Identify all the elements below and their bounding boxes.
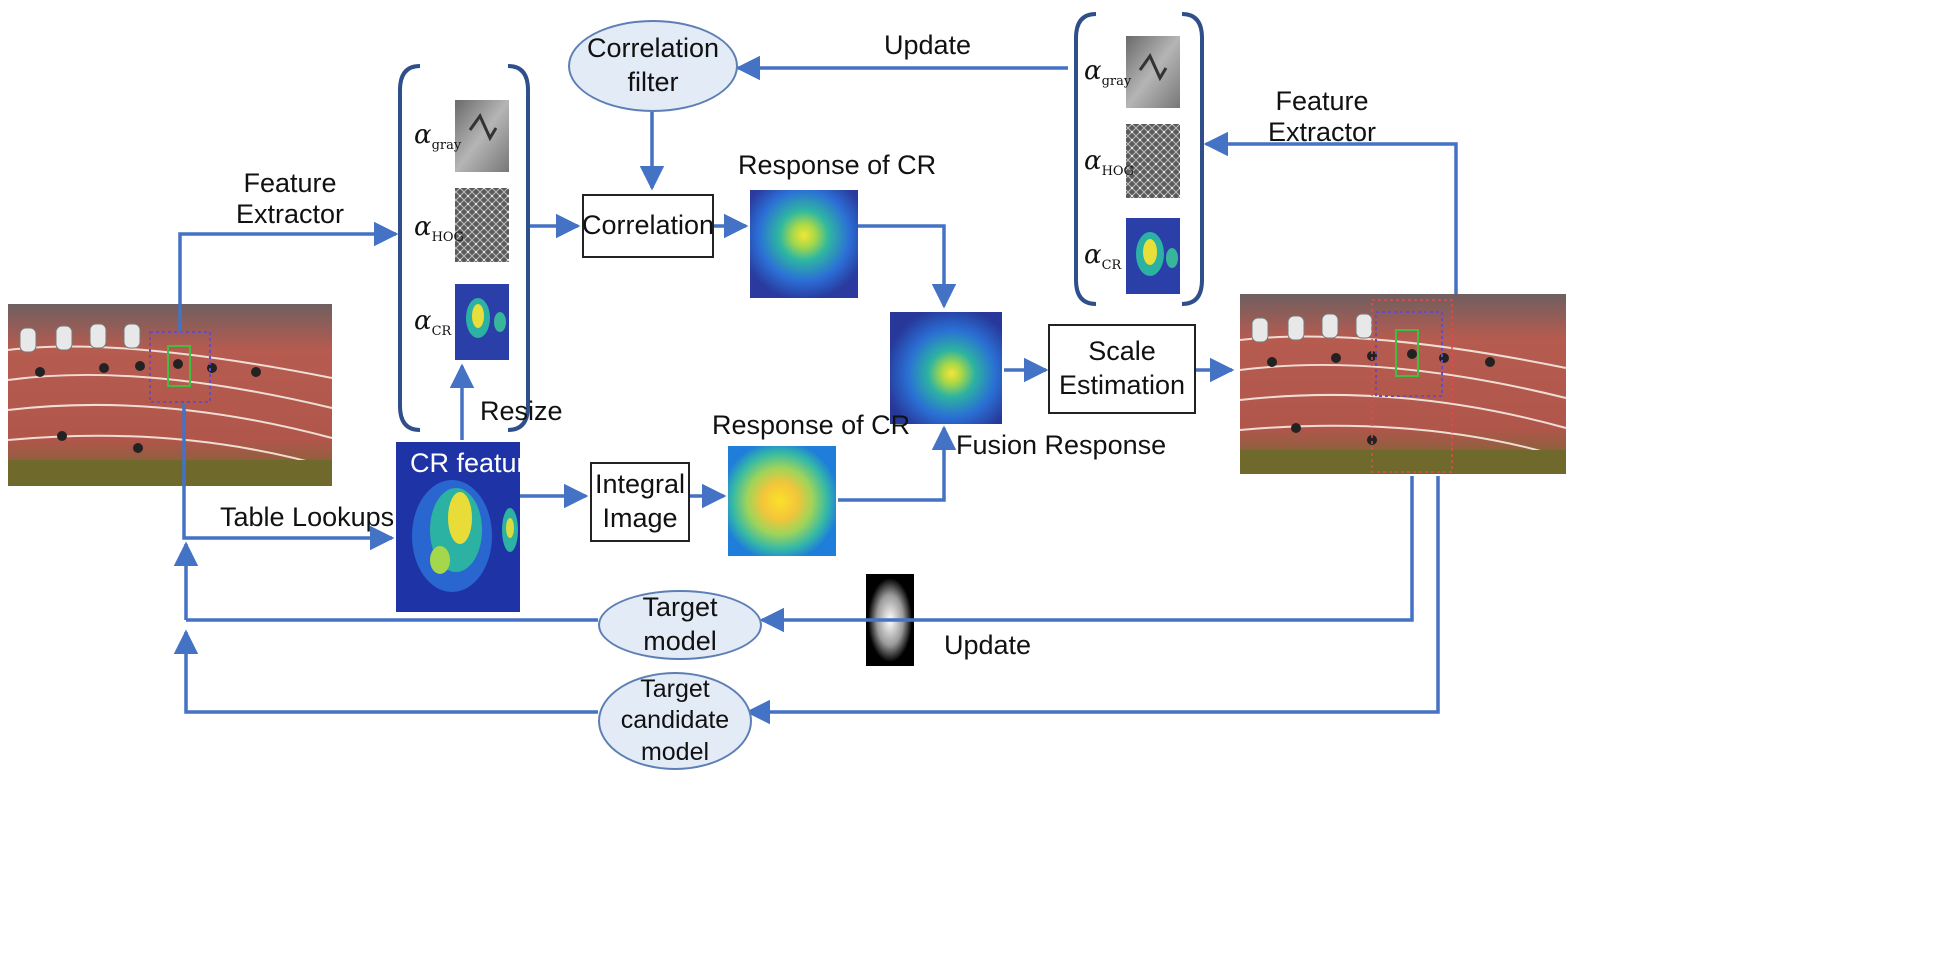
right-hog-feature-image xyxy=(1126,124,1180,198)
left-cr-feature-image xyxy=(455,284,509,360)
correlation-box: Correlation xyxy=(582,194,714,258)
arrow-response-to-fusion xyxy=(858,224,957,309)
fusion-response-label: Fusion Response xyxy=(956,430,1167,460)
alpha-sub-hog: HOG xyxy=(431,230,464,246)
alpha-sub-cr: CR xyxy=(431,324,452,340)
resize-label: Resize xyxy=(480,396,563,426)
left-hog-feature-image xyxy=(455,188,509,262)
right-alpha-cr-label: αCR xyxy=(1084,240,1121,273)
left-gray-feature-image xyxy=(455,100,509,172)
arrow-update-to-target-model xyxy=(759,476,1414,633)
response-cr-bottom-label: Response of CR xyxy=(712,410,911,440)
left-alpha-hog-label: αHOG xyxy=(414,212,464,245)
right-alpha-hog-label: αHOG xyxy=(1084,146,1134,179)
alpha-symbol: α xyxy=(1084,56,1102,86)
left-alpha-cr-label: αCR xyxy=(414,306,451,339)
arrow-bottom-response-to-fusion xyxy=(838,425,957,502)
alpha-symbol: α xyxy=(1084,240,1102,270)
response-cr-top-map xyxy=(750,190,858,298)
arrow-input-to-left-features xyxy=(178,221,399,332)
arrows xyxy=(173,55,1458,725)
update-bottom-label: Update xyxy=(944,630,1032,660)
arrow-output-to-right-features xyxy=(1203,131,1458,294)
right-feature-bracket xyxy=(1074,12,1204,306)
alpha-symbol: α xyxy=(1084,146,1102,176)
fusion-response-map xyxy=(890,312,1002,424)
right-cr-feature-image xyxy=(1126,218,1180,294)
alpha-sub-hog: HOG xyxy=(1101,164,1134,180)
arrow-candidate-update xyxy=(745,476,1440,725)
feature-extractor-right-label: Feature Extractor xyxy=(1267,86,1377,148)
response-cr-top-label: Response of CR xyxy=(738,150,937,180)
table-lookups-label: Table Lookups xyxy=(220,502,395,532)
update-top-label: Update xyxy=(884,30,972,60)
output-frame-image xyxy=(1239,294,1567,474)
arrow-candidate-to-input xyxy=(173,629,598,714)
arrow-table-lookups xyxy=(182,404,395,551)
alpha-symbol: α xyxy=(414,120,432,150)
scale-estimation-box: Scale Estimation xyxy=(1048,324,1196,414)
alpha-sub-gray: gray xyxy=(1101,74,1132,90)
feature-extractor-left-label: Feature Extractor xyxy=(235,168,345,230)
response-cr-bottom-map xyxy=(728,446,836,556)
input-frame-image xyxy=(7,304,333,486)
cr-feature-label: CR feature xyxy=(410,448,541,478)
right-alpha-gray-label: αgray xyxy=(1084,56,1131,89)
target-model-node: Target model xyxy=(598,590,762,660)
alpha-symbol: α xyxy=(414,212,432,242)
integral-image-box: Integral Image xyxy=(590,462,690,542)
left-feature-bracket xyxy=(398,64,530,432)
alpha-sub-cr: CR xyxy=(1101,258,1122,274)
alpha-sub-gray: gray xyxy=(431,138,462,154)
target-candidate-model-node: Target candidate model xyxy=(598,672,752,770)
left-alpha-gray-label: αgray xyxy=(414,120,461,153)
cr-feature-map xyxy=(396,442,520,612)
right-gray-feature-image xyxy=(1126,36,1180,108)
correlation-filter-node: Correlation filter xyxy=(568,20,738,112)
alpha-symbol: α xyxy=(414,306,432,336)
